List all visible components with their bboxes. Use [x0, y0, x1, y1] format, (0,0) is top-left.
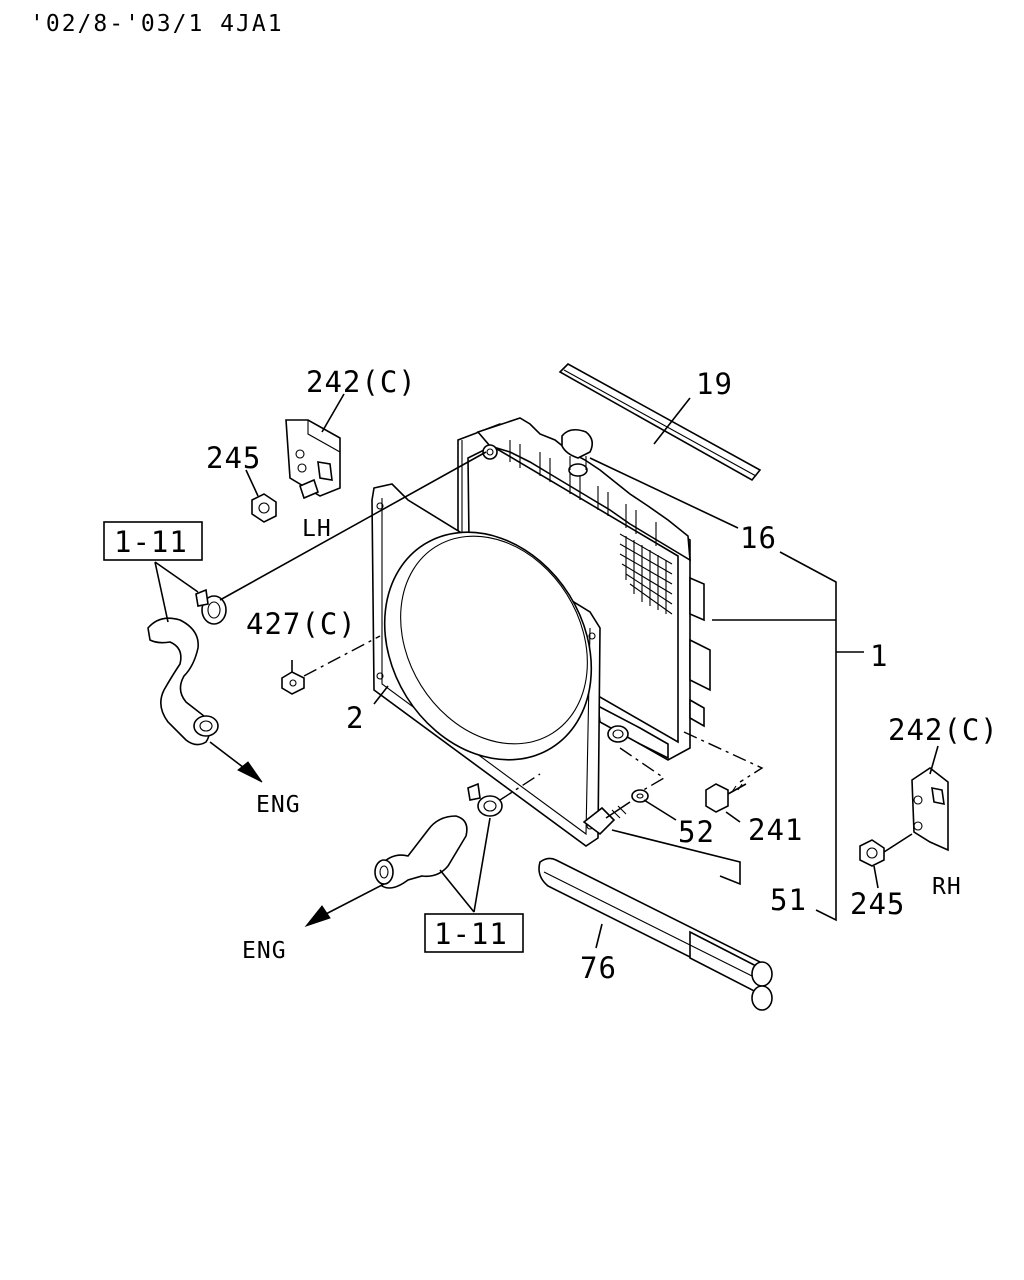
label-242c-lh: 242(C) [306, 365, 417, 399]
label-52: 52 [678, 815, 715, 849]
leader-lines [154, 393, 939, 949]
lower-hose [374, 815, 468, 889]
nut-lh [251, 493, 277, 523]
label-rh: RH [932, 874, 962, 900]
label-eng-upper: ENG [256, 792, 301, 818]
radiator-cap [561, 428, 594, 477]
eng-upper-arrow-icon [237, 761, 263, 783]
label-1: 1 [870, 639, 888, 673]
washer [631, 789, 649, 803]
label-19: 19 [696, 367, 733, 401]
label-51: 51 [770, 883, 807, 917]
eng-lower-arrow-icon [304, 905, 331, 928]
nut-rh [859, 839, 885, 867]
upper-hose [147, 617, 219, 746]
label-76: 76 [580, 951, 617, 985]
overflow-hose [538, 857, 773, 1011]
seal-strip [558, 363, 762, 482]
label-2: 2 [346, 701, 364, 735]
bracket-lh [285, 419, 341, 500]
bracket-rh [911, 767, 949, 852]
fan-shroud [371, 483, 601, 847]
upper-hose-clamp [195, 588, 227, 625]
label-245-lh: 245 [206, 441, 261, 475]
label-241: 241 [748, 813, 803, 847]
label-ref-1-11-upper: 1-11 [114, 525, 188, 559]
label-16: 16 [740, 521, 777, 555]
bolt-241 [705, 783, 747, 813]
drain-plug [582, 801, 631, 836]
label-eng-lower: ENG [242, 938, 287, 964]
ref-box-upper [103, 521, 203, 561]
lower-hose-clamp [467, 782, 503, 817]
ref-box-lower [424, 913, 524, 953]
radiator-assembly [457, 417, 711, 761]
bolt-427c [281, 660, 305, 695]
label-245-rh: 245 [850, 887, 905, 921]
label-427c: 427(C) [246, 607, 357, 641]
model-date-header: '02/8-'03/1 4JA1 [30, 11, 284, 37]
label-lh: LH [302, 516, 332, 542]
label-ref-1-11-lower: 1-11 [434, 917, 508, 951]
label-242c-rh: 242(C) [888, 713, 999, 747]
